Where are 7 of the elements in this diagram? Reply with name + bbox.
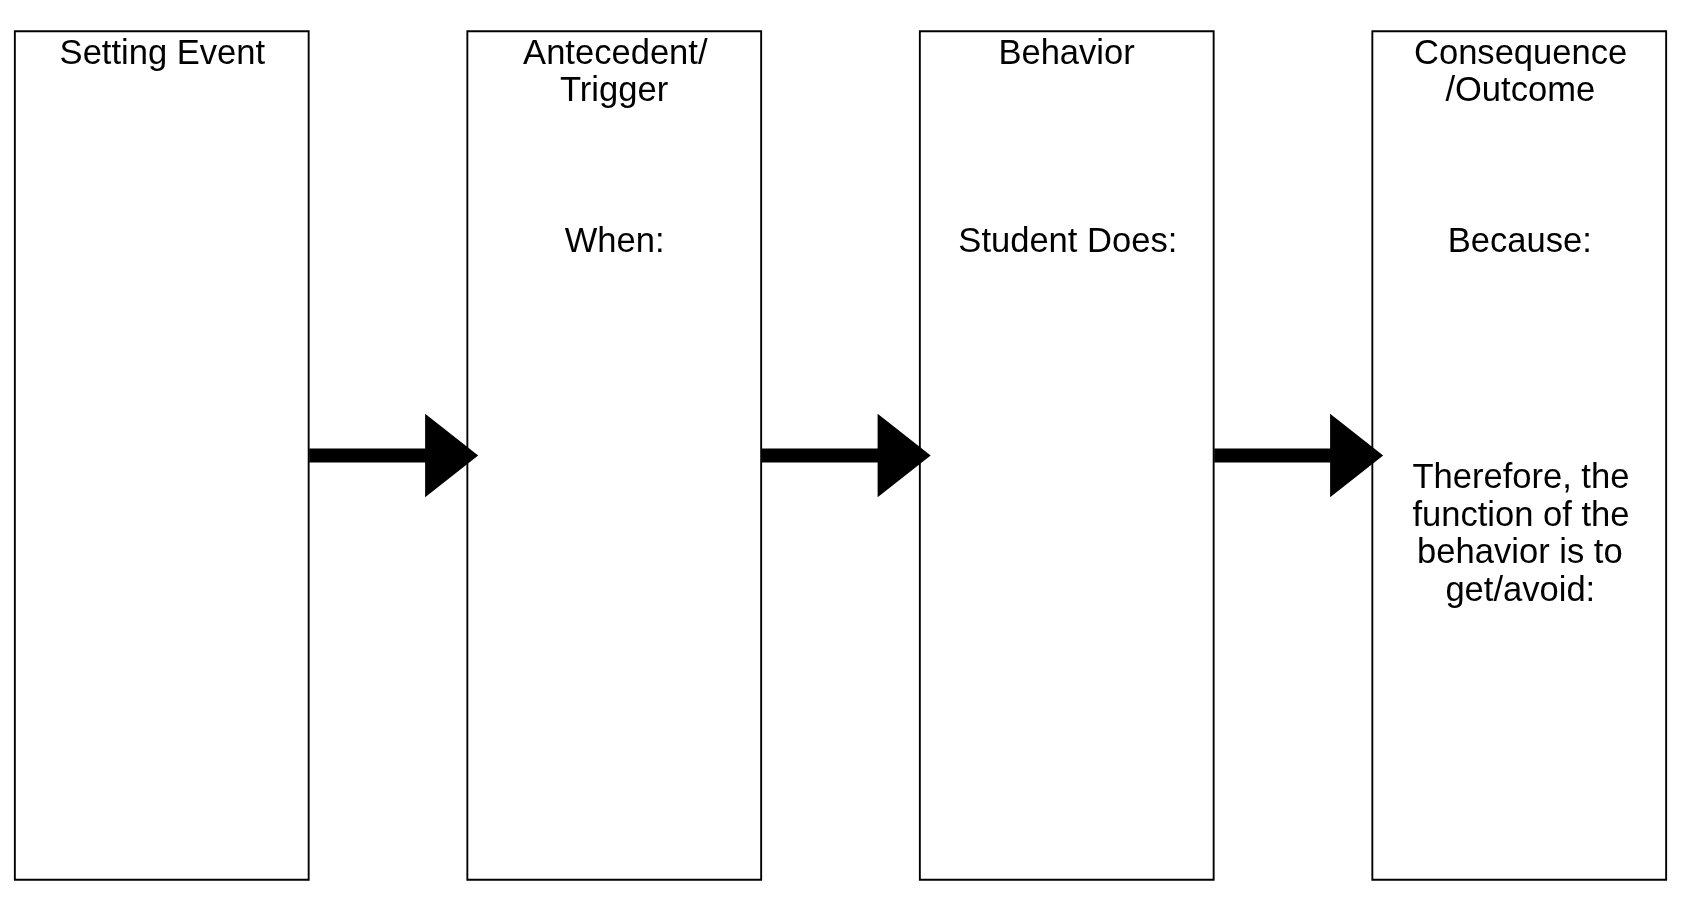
arrow xyxy=(309,413,479,498)
node-box: Behavior Student Does: xyxy=(918,30,1215,881)
node-box: Consequence /Outcome Because: Therefore, the function of the behavior is to get/avoid: xyxy=(1371,30,1668,881)
arrow xyxy=(1214,413,1384,498)
node-box: Antecedent/ Trigger When: xyxy=(466,30,763,881)
node-box: Setting Event xyxy=(13,30,310,881)
arrow xyxy=(761,413,931,498)
